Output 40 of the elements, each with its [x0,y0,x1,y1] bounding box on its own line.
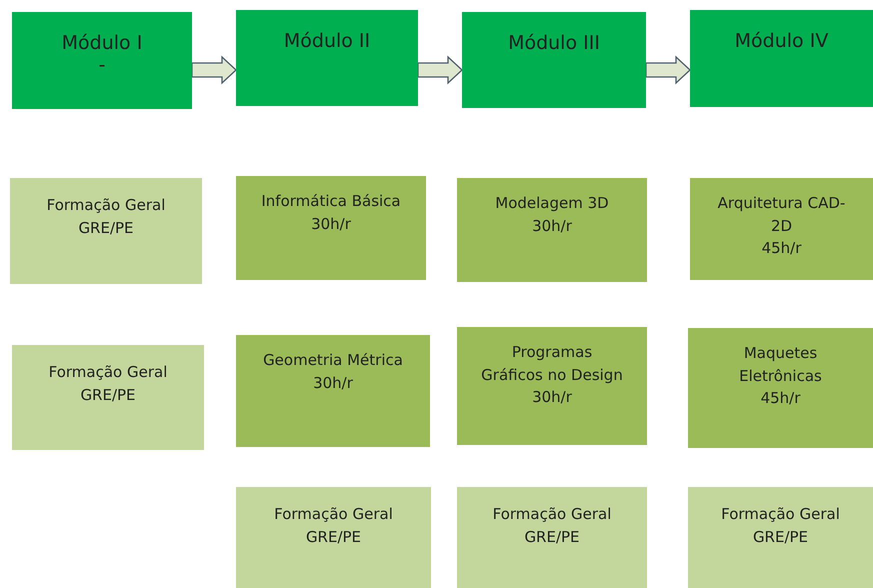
module-box [690,10,873,107]
course-box [688,328,873,448]
node-title: Módulo IV [734,30,828,52]
node-title: Módulo I [62,32,142,54]
node-title: Programas Gráficos no Design [480,342,624,386]
node-title: Formação Geral GRE/PE [48,362,168,406]
course-box [690,178,873,280]
node-title: Formação Geral GRE/PE [720,504,841,548]
block-arrow [645,56,691,84]
node-title: Formação Geral GRE/PE [46,195,166,238]
block-arrow [191,56,237,84]
module-box [462,12,646,108]
general-training-box [10,178,202,284]
course-box [236,176,426,280]
node-title: Maquetes Eletrônicas [738,343,823,386]
course-box [457,178,647,282]
course-box [457,327,647,445]
general-training-box [12,345,204,450]
module-box [12,12,192,109]
node-title: Módulo II [284,30,370,52]
node-title: Geometria Métrica [263,350,403,371]
node-title: Arquitetura CAD-2D [716,193,846,236]
node-detail: 30h/r [311,214,351,234]
general-training-box [236,487,431,588]
node-detail: 30h/r [532,387,572,408]
node-title: Modelagem 3D [495,193,609,214]
module-box [236,10,418,106]
node-title: Formação Geral GRE/PE [273,504,394,548]
node-detail: 45h/r [762,238,802,259]
node-detail: - [98,54,106,76]
node-detail: 30h/r [313,372,353,394]
node-detail: 30h/r [532,216,572,236]
node-detail: 45h/r [760,388,800,409]
block-arrow [417,56,463,84]
general-training-box [457,487,647,588]
node-title: Formação Geral GRE/PE [492,504,612,548]
node-title: Módulo III [508,32,600,54]
node-title: Informática Básica [261,191,401,212]
course-box [236,335,430,447]
general-training-box [688,487,873,588]
